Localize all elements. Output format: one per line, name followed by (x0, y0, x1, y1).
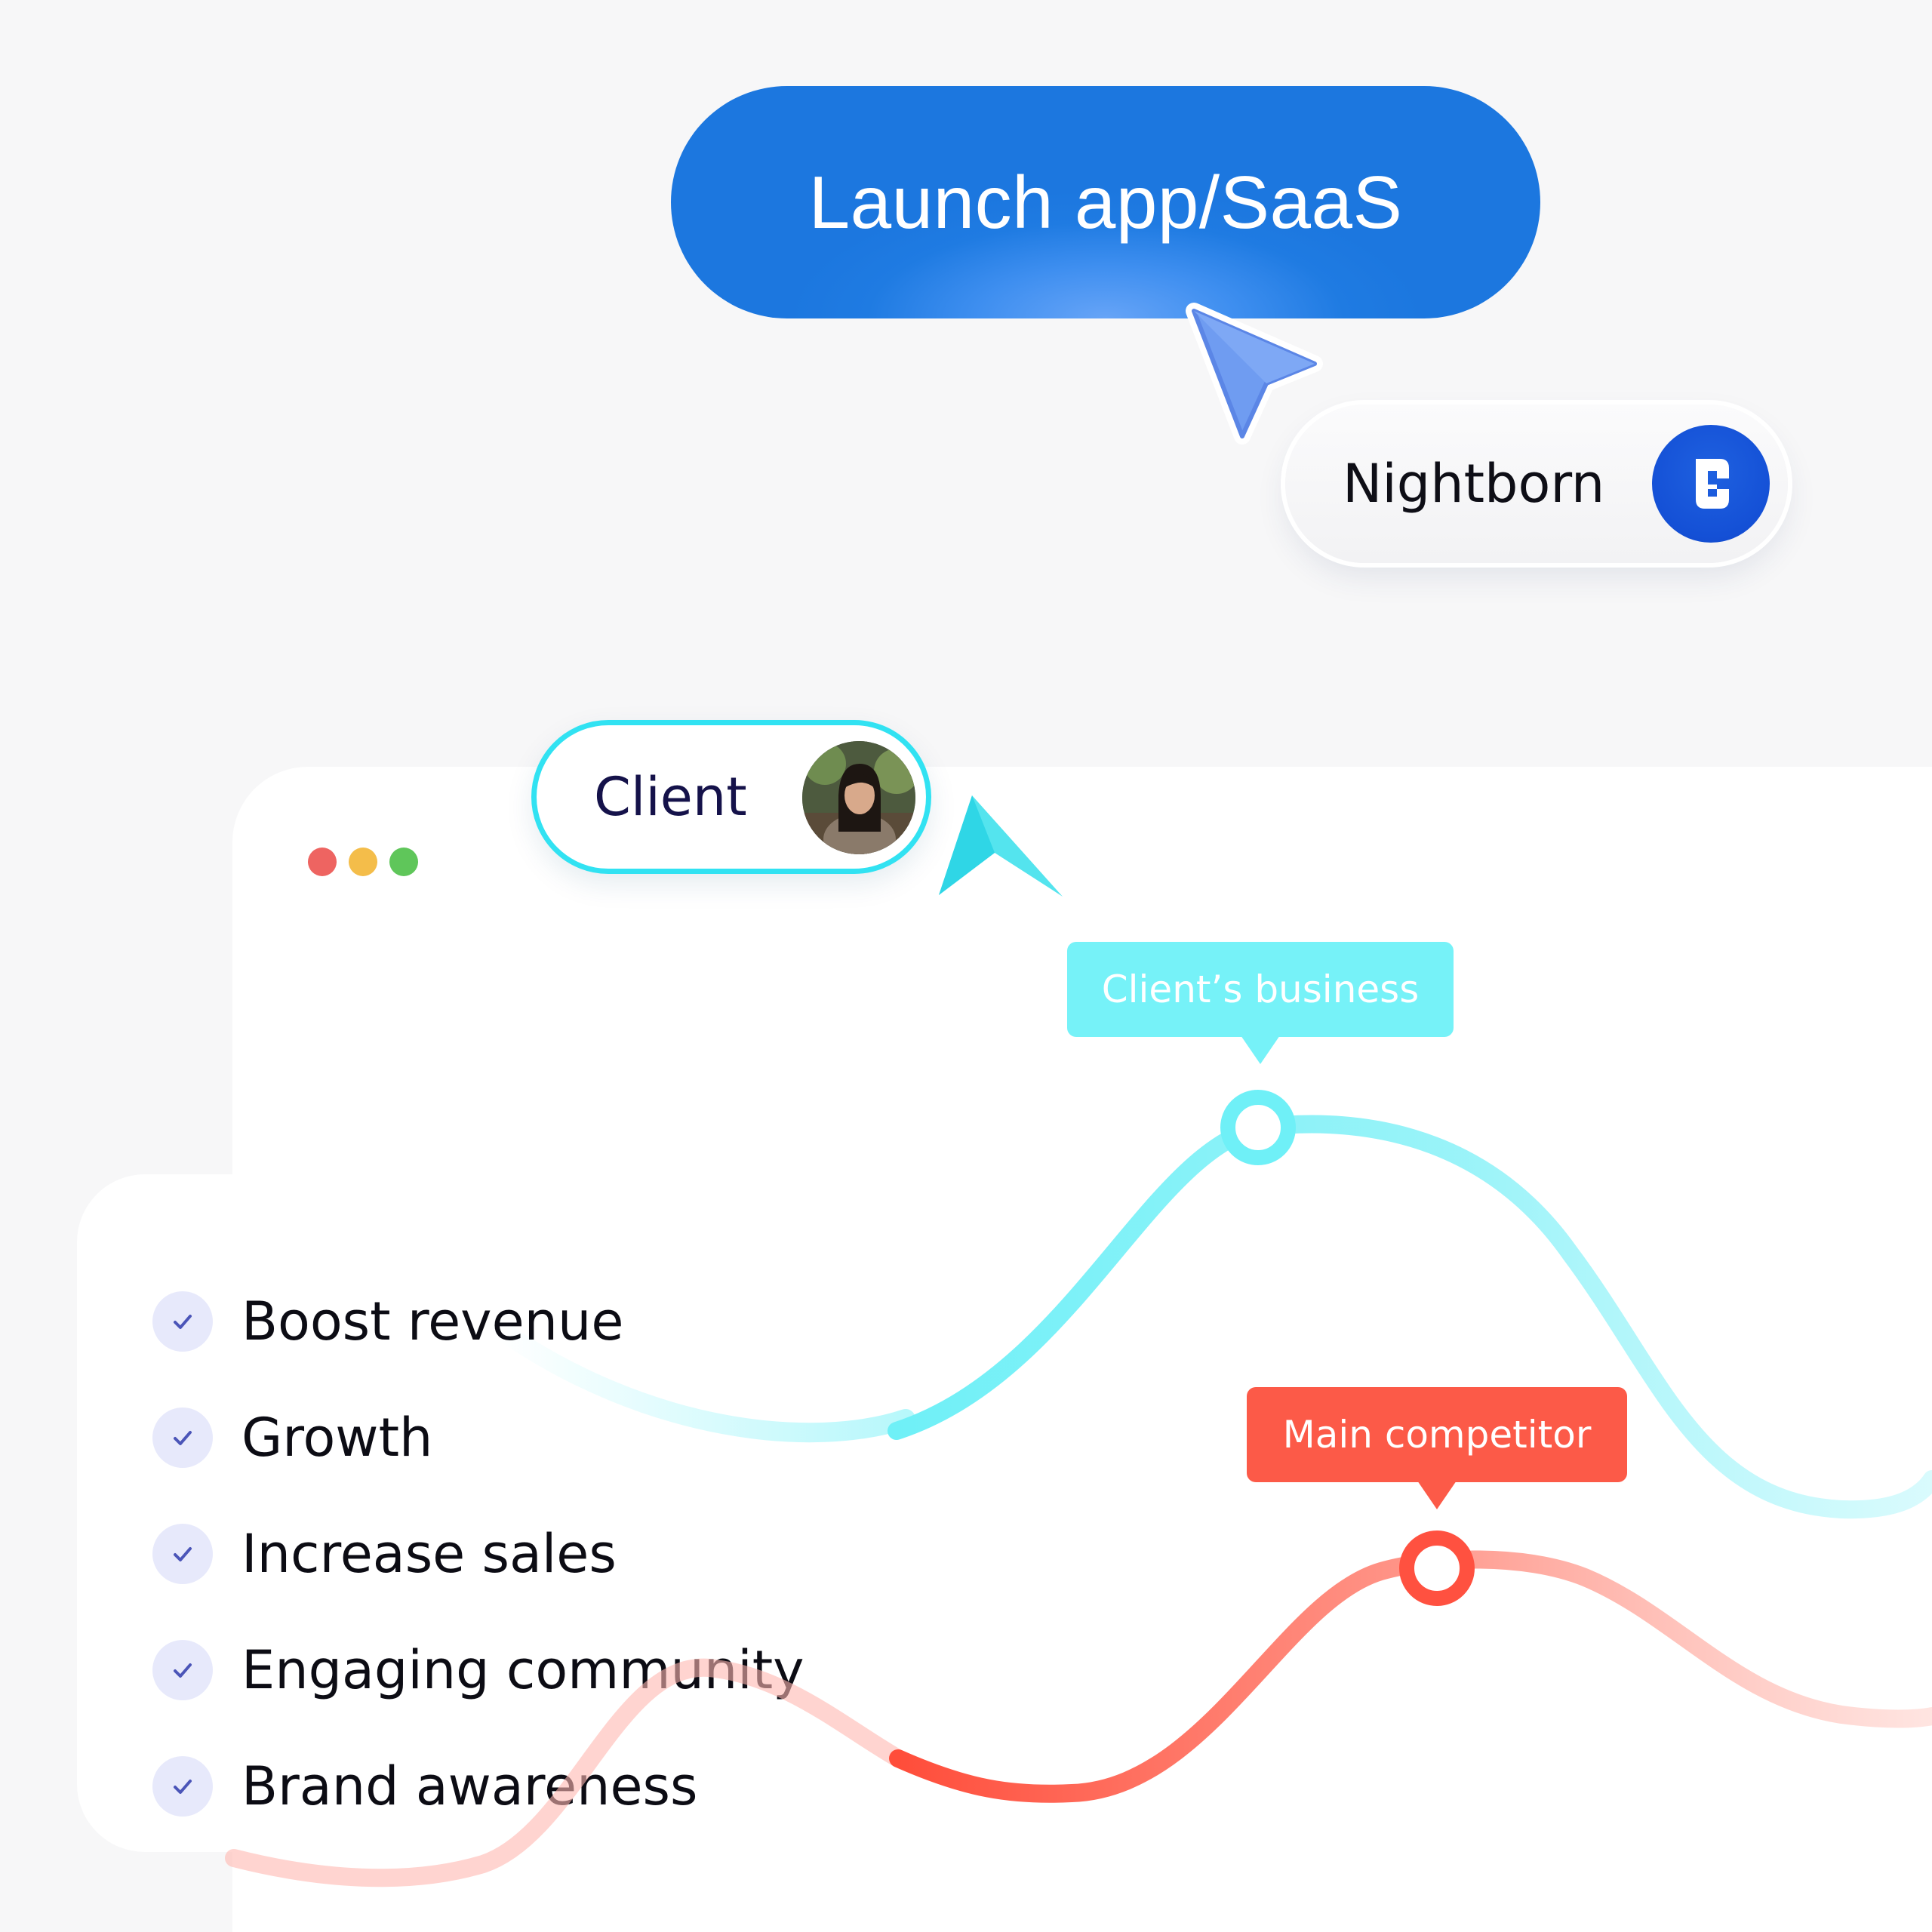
check-icon (152, 1524, 213, 1584)
client-business-label: Client’s business (1101, 968, 1420, 1011)
client-business-peak-marker[interactable] (1220, 1090, 1296, 1165)
client-business-curve (888, 1115, 1932, 1519)
checklist-item-label: Increase sales (242, 1523, 617, 1585)
window-controls (308, 848, 418, 876)
main-competitor-tooltip: Main competitor (1247, 1387, 1627, 1509)
minimize-dot[interactable] (349, 848, 377, 876)
competitor-curve-left (225, 1658, 907, 1887)
nightborn-logo-icon (1652, 425, 1770, 543)
close-dot[interactable] (308, 848, 337, 876)
client-avatar-photo (802, 741, 915, 854)
maximize-dot[interactable] (389, 848, 418, 876)
client-business-curve-left (488, 1318, 915, 1443)
check-icon (152, 1756, 213, 1817)
checklist-item-label: Boost revenue (242, 1291, 624, 1352)
check-icon (152, 1640, 213, 1700)
checklist-item-label: Brand awareness (242, 1755, 698, 1817)
competitor-peak-marker[interactable] (1399, 1531, 1475, 1606)
launch-app-button[interactable]: Launch app/SaaS (671, 86, 1540, 318)
goals-checklist: Boost revenue Growth Increase sales Enga… (77, 1174, 898, 1852)
main-competitor-label: Main competitor (1282, 1413, 1592, 1457)
check-icon (152, 1407, 213, 1468)
checklist-item-label: Growth (242, 1407, 433, 1469)
nightborn-label: Nightborn (1343, 453, 1605, 515)
nightborn-cursor-tag: Nightborn (1285, 405, 1788, 563)
client-cursor-tag: Client (531, 720, 931, 874)
client-business-tooltip: Client’s business (1067, 942, 1454, 1064)
check-icon (152, 1291, 213, 1352)
client-label: Client (594, 766, 747, 828)
